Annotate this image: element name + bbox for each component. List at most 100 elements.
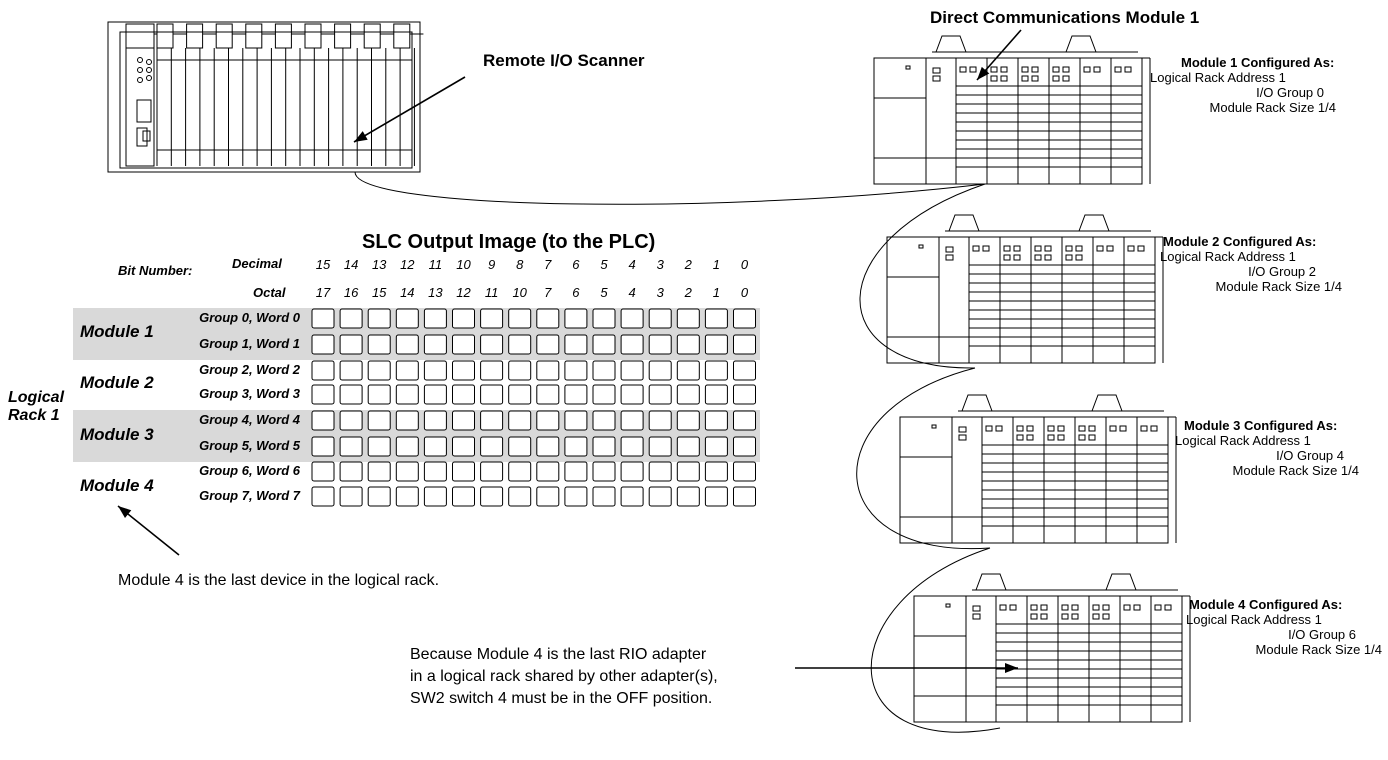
- psu-led: [931, 424, 937, 429]
- bit-cell: [536, 486, 560, 507]
- bit-cell: [592, 360, 616, 381]
- octal-bit-header: 1: [712, 285, 720, 300]
- group-word-label: Group 4, Word 4: [199, 412, 300, 427]
- rio-note-line1: Because Module 4 is the last RIO adapter: [410, 646, 707, 663]
- bit-cell: [676, 360, 700, 381]
- decimal-bit-header: 12: [400, 257, 415, 272]
- bit-cell: [733, 461, 756, 482]
- bit-cell: [423, 384, 447, 405]
- io-led: [1047, 434, 1055, 441]
- logical-rack-label-line2: Rack 1: [8, 407, 60, 424]
- octal-bit-header: 0: [740, 285, 749, 300]
- octal-bit-header: 10: [512, 285, 527, 300]
- io-led: [985, 425, 993, 432]
- chassis-frame: [913, 595, 1183, 723]
- logical-rack-label-line1: Logical: [8, 389, 65, 406]
- io-led: [1124, 66, 1132, 73]
- octal-bit-header: 5: [600, 285, 608, 300]
- bit-cell: [620, 334, 644, 355]
- bit-cell: [367, 308, 391, 329]
- io-led: [990, 75, 998, 82]
- adapter-chassis: [886, 214, 1164, 364]
- module4-config: Module 4 Configured As: Logical Rack Add…: [1186, 597, 1382, 657]
- scanner-psu: [125, 47, 155, 167]
- bit-cell: [423, 410, 447, 431]
- rio-note-line2: in a logical rack shared by other adapte…: [410, 668, 718, 685]
- bit-cell: [423, 308, 447, 329]
- io-led: [1078, 425, 1086, 432]
- bit-cell: [395, 334, 419, 355]
- bit-cell: [508, 461, 532, 482]
- bit-cell: [704, 360, 728, 381]
- bit-cell: [367, 384, 391, 405]
- bit-cell: [508, 384, 532, 405]
- octal-bit-header: 14: [400, 285, 415, 300]
- bit-cell: [423, 486, 447, 507]
- chassis-frame: [899, 416, 1169, 544]
- bit-cell: [395, 410, 419, 431]
- module2-config-rack: Logical Rack Address 1: [1160, 249, 1296, 264]
- io-led: [982, 245, 990, 252]
- module-name-label: Module 2: [80, 373, 154, 392]
- bit-cell: [564, 360, 588, 381]
- bit-cell: [676, 334, 700, 355]
- decimal-bit-header: 1: [712, 257, 720, 272]
- io-led: [1057, 434, 1065, 441]
- io-led: [1114, 66, 1122, 73]
- slot-tab: [304, 23, 322, 49]
- module3-config: Module 3 Configured As: Logical Rack Add…: [1175, 418, 1373, 478]
- cpu-led: [945, 246, 954, 253]
- bit-cell: [592, 461, 616, 482]
- arrow-to-scanner: [353, 76, 466, 143]
- slot-tab: [334, 23, 352, 49]
- bit-cell: [733, 436, 756, 457]
- bit-cell: [452, 486, 475, 507]
- bit-cell: [311, 360, 335, 381]
- bit-cell: [480, 384, 504, 405]
- bit-cell: [339, 461, 363, 482]
- scanner-led: [137, 67, 143, 73]
- module4-config-rack: Logical Rack Address 1: [1186, 612, 1322, 627]
- io-led: [1127, 245, 1135, 252]
- bit-cell: [395, 360, 419, 381]
- module2-config-group: I/O Group 2: [1248, 264, 1316, 279]
- bit-cell: [311, 461, 335, 482]
- decimal-bit-header: 11: [428, 257, 443, 272]
- octal-bit-header: 7: [544, 285, 552, 300]
- bit-cell: [648, 360, 672, 381]
- group-word-label: Group 1, Word 1: [199, 336, 300, 351]
- io-led: [1150, 425, 1158, 432]
- bit-cell: [367, 360, 391, 381]
- io-led: [1119, 425, 1127, 432]
- io-led: [1061, 613, 1069, 620]
- chassis-handle: [948, 214, 980, 232]
- bit-cell: [704, 308, 728, 329]
- bit-cell: [339, 410, 363, 431]
- slot-tab: [274, 23, 292, 49]
- module-name-label: Module 1: [80, 322, 154, 341]
- io-led: [1026, 434, 1034, 441]
- output-image-grid: [311, 308, 756, 507]
- bit-cell: [592, 308, 616, 329]
- io-led: [1071, 613, 1079, 620]
- chassis-handle: [975, 573, 1007, 591]
- cpu-led: [958, 426, 967, 433]
- io-led: [1034, 245, 1042, 252]
- bit-cell: [452, 461, 475, 482]
- io-led: [1013, 245, 1021, 252]
- bit-cell: [648, 486, 672, 507]
- bit-cell: [311, 334, 335, 355]
- io-led: [1000, 75, 1008, 82]
- module4-config-group: I/O Group 6: [1288, 627, 1356, 642]
- adapter-chassis: [873, 35, 1151, 185]
- octal-bit-header: 11: [484, 285, 499, 300]
- arrow-to-module4-label: [117, 505, 180, 556]
- decimal-bit-header: 9: [487, 257, 496, 272]
- adapter-chassis-group: [873, 35, 1191, 723]
- bit-cell: [480, 436, 504, 457]
- bit-cell: [452, 410, 475, 431]
- module1-config-group: I/O Group 0: [1256, 85, 1324, 100]
- bit-cell: [620, 461, 644, 482]
- scanner-port-inner: [142, 130, 151, 142]
- bit-cell: [367, 486, 391, 507]
